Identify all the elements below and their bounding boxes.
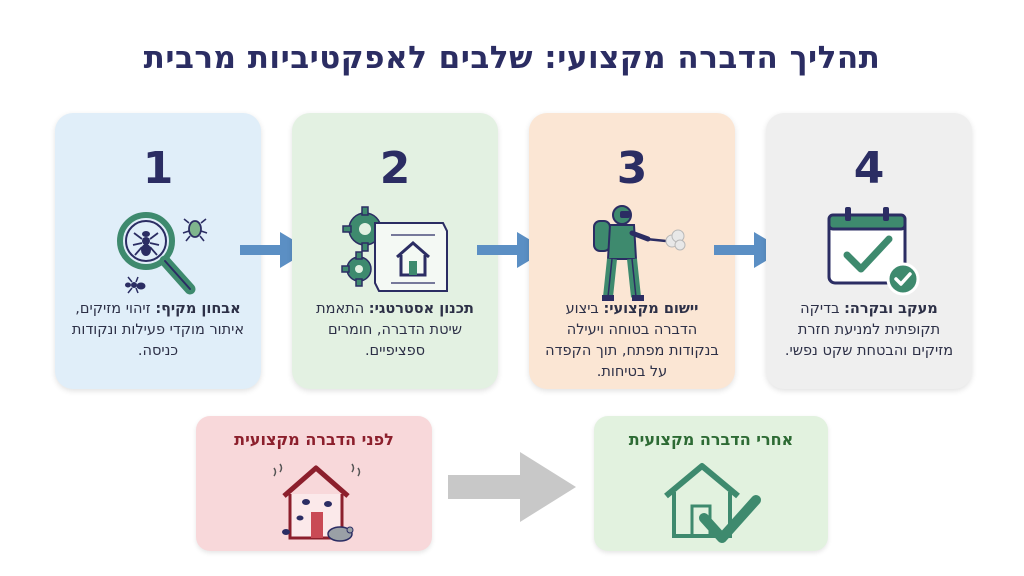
infested-house-icon — [273, 463, 361, 542]
step-text-2: התאמת שיטת הדברה, חומרים ספציפיים. — [316, 301, 463, 359]
step-description-4: מעקב ובקרה: בדיקה תקופתית למניעת חזרת מז… — [780, 299, 958, 362]
step-heading-2: תכנון אסטרטגי: — [368, 301, 474, 317]
step-card-2: 2 תכנון אסטרטגי: התאמת שיטת הדברה, חומרי… — [292, 113, 498, 389]
step-number-1: 1 — [142, 143, 174, 194]
step-number-3: 3 — [616, 143, 648, 194]
step-number-2: 2 — [379, 143, 411, 194]
before-panel: לפני הדברה מקצועית — [196, 416, 432, 551]
calendar-check-icon — [827, 207, 920, 296]
step-card-3: 3 יישום מקצועי: ביצוע הדברה בטוחה ויעילה… — [529, 113, 735, 389]
step-heading-1: אבחון מקיף: — [155, 301, 241, 317]
after-label: אחרי הדברה מקצועית — [628, 430, 794, 449]
step-card-4: 4 מעקב ובקרה: בדיקה תקופתית למניעת חזרת … — [766, 113, 972, 389]
big-arrow-icon — [448, 452, 576, 522]
before-label: לפני הדברה מקצועית — [234, 430, 394, 449]
step-text-3: ביצוע הדברה בטוחה ויעילה בנקודות מפתח, ת… — [545, 301, 719, 380]
step-heading-3: יישום מקצועי: — [603, 301, 699, 317]
after-panel: אחרי הדברה מקצועית — [594, 416, 828, 551]
page-title: תהליך הדברה מקצועי: שלבים לאפקטיביות מרב… — [143, 40, 881, 76]
sprayer-worker-icon — [593, 205, 686, 301]
step-heading-4: מעקב ובקרה: — [844, 301, 938, 317]
magnifier-bugs-icon — [117, 212, 208, 295]
step-description-1: אבחון מקיף: זיהוי מזיקים, איתור מוקדי פע… — [69, 299, 247, 362]
step-description-3: יישום מקצועי: ביצוע הדברה בטוחה ויעילה ב… — [543, 299, 721, 383]
step-number-4: 4 — [853, 143, 885, 194]
step-text-1: זיהוי מזיקים, איתור מוקדי פעילות ונקודות… — [71, 301, 245, 359]
gears-blueprint-icon — [341, 206, 448, 292]
clean-house-check-icon — [664, 463, 761, 543]
step-description-2: תכנון אסטרטגי: התאמת שיטת הדברה, חומרים … — [306, 299, 484, 362]
step-text-4: בדיקה תקופתית למניעת חזרת מזיקים והבטחת … — [784, 301, 954, 359]
step-card-1: 1 אבחון מקיף: זיהוי מזיקים, איתור מוקדי … — [55, 113, 261, 389]
